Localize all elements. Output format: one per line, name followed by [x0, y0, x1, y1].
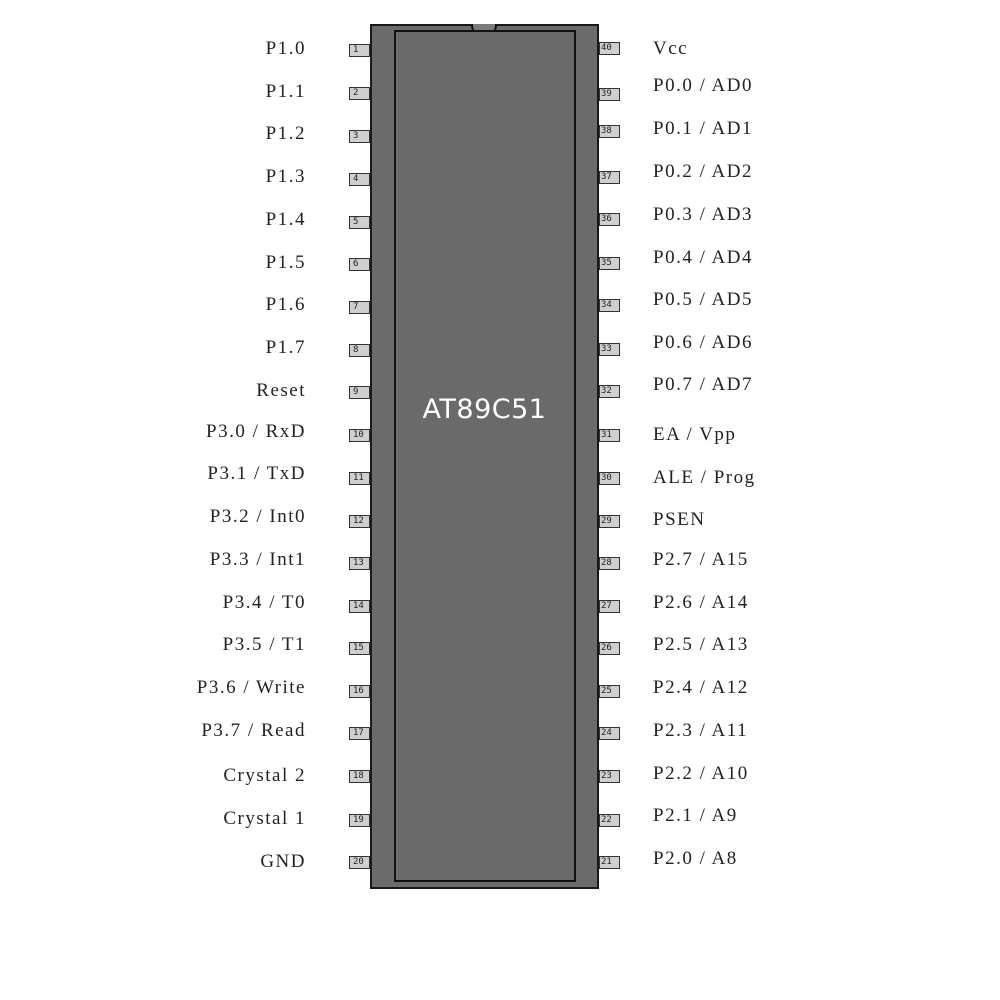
pin-6: 6 — [349, 258, 370, 271]
pin-4: 4 — [349, 173, 370, 186]
pin-label-1: P1.0 — [265, 38, 306, 59]
pin-label-15: P3.5 / T1 — [222, 634, 306, 655]
pin-label-25: P2.4 / A12 — [653, 677, 749, 698]
pin-21: 21 — [599, 856, 620, 869]
pin-label-29: PSEN — [653, 509, 706, 530]
pin-label-23: P2.2 / A10 — [653, 763, 749, 784]
pin-31: 31 — [599, 429, 620, 442]
pin-label-28: P2.7 / A15 — [653, 549, 749, 570]
pin-33: 33 — [599, 343, 620, 356]
pin-label-2: P1.1 — [265, 81, 306, 102]
pin-label-27: P2.6 / A14 — [653, 592, 749, 613]
pin-7: 7 — [349, 301, 370, 314]
pin-24: 24 — [599, 727, 620, 740]
pin-label-40: Vcc — [653, 38, 689, 59]
pin-label-35: P0.4 / AD4 — [653, 247, 753, 268]
pin-label-7: P1.6 — [265, 294, 306, 315]
pin-35: 35 — [599, 257, 620, 270]
pin-label-30: ALE / Prog — [653, 467, 756, 488]
pin-label-19: Crystal 1 — [223, 808, 306, 829]
pin-17: 17 — [349, 727, 370, 740]
pin-19: 19 — [349, 814, 370, 827]
pin-26: 26 — [599, 642, 620, 655]
pin-label-16: P3.6 / Write — [196, 677, 306, 698]
pin-label-13: P3.3 / Int1 — [209, 549, 306, 570]
pin-22: 22 — [599, 814, 620, 827]
pin-label-36: P0.3 / AD3 — [653, 204, 753, 225]
pin-label-18: Crystal 2 — [223, 765, 306, 786]
pin-label-10: P3.0 / RxD — [206, 421, 306, 442]
pin-label-8: P1.7 — [265, 337, 306, 358]
pin-32: 32 — [599, 385, 620, 398]
pin-label-9: Reset — [256, 380, 306, 401]
pin-37: 37 — [599, 171, 620, 184]
pin-27: 27 — [599, 600, 620, 613]
pin-9: 9 — [349, 386, 370, 399]
pin-15: 15 — [349, 642, 370, 655]
pin-label-34: P0.5 / AD5 — [653, 289, 753, 310]
pin-label-3: P1.2 — [265, 123, 306, 144]
pin-label-26: P2.5 / A13 — [653, 634, 749, 655]
ic-die-outline — [394, 30, 576, 882]
pin-label-14: P3.4 / T0 — [222, 592, 306, 613]
pin-38: 38 — [599, 125, 620, 138]
pin-label-32: P0.7 / AD7 — [653, 374, 753, 395]
pin-label-37: P0.2 / AD2 — [653, 161, 753, 182]
pin-18: 18 — [349, 770, 370, 783]
pin-1: 1 — [349, 44, 370, 57]
pin-11: 11 — [349, 472, 370, 485]
pin-8: 8 — [349, 344, 370, 357]
pin-label-21: P2.0 / A8 — [653, 848, 738, 869]
pin-14: 14 — [349, 600, 370, 613]
chip-name: AT89C51 — [422, 394, 547, 425]
pin-20: 20 — [349, 856, 370, 869]
pin-16: 16 — [349, 685, 370, 698]
pin-label-22: P2.1 / A9 — [653, 805, 738, 826]
pin-13: 13 — [349, 557, 370, 570]
pin-10: 10 — [349, 429, 370, 442]
pin-label-20: GND — [260, 851, 306, 872]
pin-label-17: P3.7 / Read — [201, 720, 306, 741]
pin-28: 28 — [599, 557, 620, 570]
pin-label-38: P0.1 / AD1 — [653, 118, 753, 139]
pin-23: 23 — [599, 770, 620, 783]
pin-12: 12 — [349, 515, 370, 528]
pin-34: 34 — [599, 299, 620, 312]
pin-29: 29 — [599, 515, 620, 528]
pin-label-33: P0.6 / AD6 — [653, 332, 753, 353]
pin-label-39: P0.0 / AD0 — [653, 75, 753, 96]
pin-label-5: P1.4 — [265, 209, 306, 230]
pin-3: 3 — [349, 130, 370, 143]
pin-5: 5 — [349, 216, 370, 229]
pin-label-4: P1.3 — [265, 166, 306, 187]
pin-25: 25 — [599, 685, 620, 698]
pin-label-12: P3.2 / Int0 — [209, 506, 306, 527]
pin-36: 36 — [599, 213, 620, 226]
pin-39: 39 — [599, 88, 620, 101]
pin-40: 40 — [599, 42, 620, 55]
pin-label-31: EA / Vpp — [653, 424, 737, 445]
pin-label-24: P2.3 / A11 — [653, 720, 749, 741]
pin-30: 30 — [599, 472, 620, 485]
ic-package: AT89C51 — [370, 24, 599, 889]
pin-label-11: P3.1 / TxD — [207, 463, 306, 484]
pin-2: 2 — [349, 87, 370, 100]
pin-label-6: P1.5 — [265, 252, 306, 273]
